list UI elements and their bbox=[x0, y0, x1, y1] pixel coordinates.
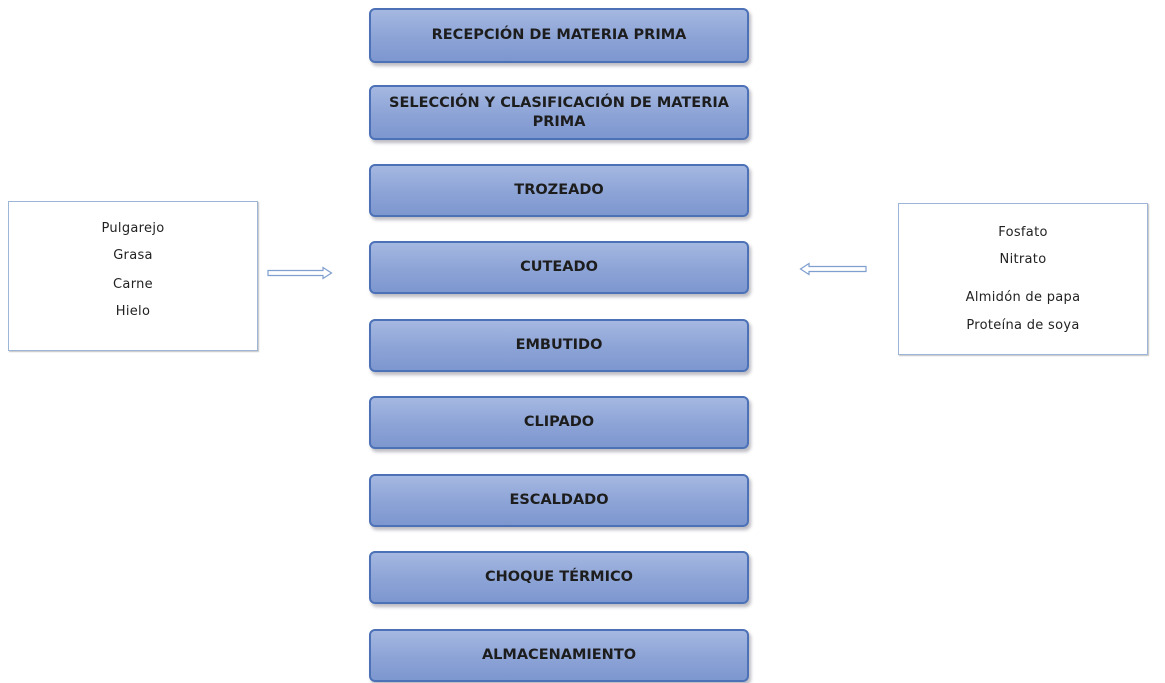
step-seleccion-clasificacion: SELECCIÓN Y CLASIFICACIÓN DE MATERIA PRI… bbox=[369, 85, 749, 140]
step-label: TROZEADO bbox=[514, 182, 604, 198]
right-ingredient: Proteína de soya bbox=[966, 318, 1080, 333]
step-trozeado: TROZEADO bbox=[369, 164, 749, 217]
right-ingredients-box: Fosfato Nitrato Almidón de papa Proteína… bbox=[898, 203, 1148, 355]
step-label: SELECCIÓN Y CLASIFICACIÓN DE MATERIA PRI… bbox=[389, 94, 729, 130]
step-escaldado: ESCALDADO bbox=[369, 474, 749, 527]
left-arrow-icon bbox=[799, 262, 867, 276]
step-clipado: CLIPADO bbox=[369, 396, 749, 449]
left-ingredients-box: Pulgarejo Grasa Carne Hielo bbox=[8, 201, 258, 351]
step-label: CHOQUE TÉRMICO bbox=[485, 569, 633, 585]
step-cuteado: CUTEADO bbox=[369, 241, 749, 294]
left-ingredient: Carne bbox=[113, 277, 153, 292]
step-recepcion-materia-prima: RECEPCIÓN DE MATERIA PRIMA bbox=[369, 8, 749, 63]
right-ingredient: Almidón de papa bbox=[965, 290, 1081, 305]
step-label: EMBUTIDO bbox=[515, 337, 603, 353]
right-arrow-icon bbox=[267, 266, 333, 280]
right-ingredient: Nitrato bbox=[999, 252, 1047, 267]
step-label: CUTEADO bbox=[520, 259, 598, 275]
step-label: CLIPADO bbox=[523, 414, 595, 430]
step-embutido: EMBUTIDO bbox=[369, 319, 749, 372]
left-ingredient: Pulgarejo bbox=[101, 221, 165, 236]
left-ingredient: Hielo bbox=[115, 304, 151, 319]
right-ingredient: Fosfato bbox=[998, 225, 1048, 240]
step-choque-termico: CHOQUE TÉRMICO bbox=[369, 551, 749, 604]
step-almacenamiento: ALMACENAMIENTO bbox=[369, 629, 749, 682]
step-label: ESCALDADO bbox=[509, 492, 609, 508]
left-ingredient: Grasa bbox=[113, 248, 153, 263]
step-label: ALMACENAMIENTO bbox=[481, 647, 637, 663]
step-label: RECEPCIÓN DE MATERIA PRIMA bbox=[431, 27, 687, 43]
